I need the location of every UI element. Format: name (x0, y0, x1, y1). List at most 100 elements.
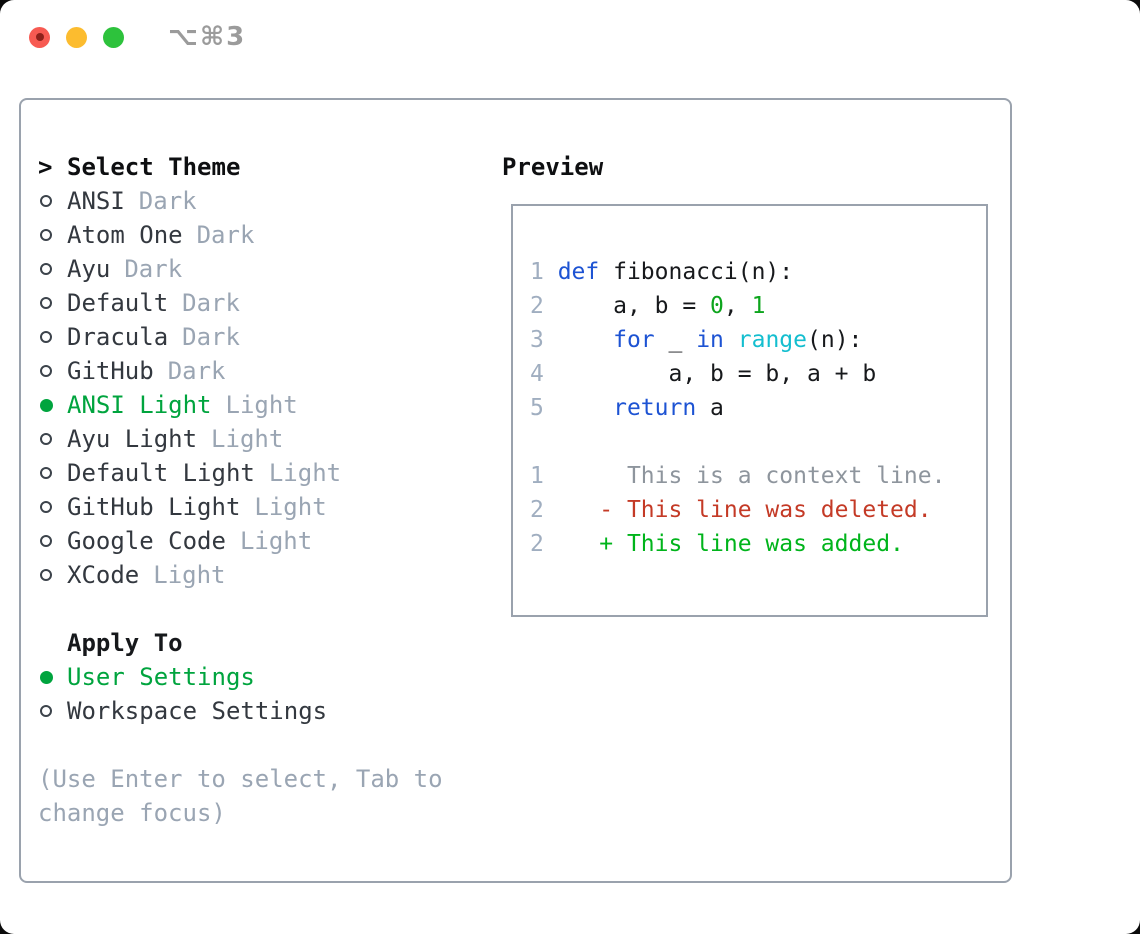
radio-icon (40, 433, 52, 445)
code-line: 5 return a (530, 391, 986, 425)
help-text: (Use Enter to select, Tab to change focus… (38, 762, 443, 830)
theme-name: Default (67, 289, 169, 317)
cursor-marker: > (38, 153, 53, 181)
help-line: change focus) (38, 799, 226, 827)
theme-option-github[interactable]: GitHub Dark (38, 354, 443, 388)
theme-variant-tag: Dark (167, 357, 226, 385)
radio-icon (40, 365, 52, 377)
radio-cell (38, 501, 67, 513)
theme-variant-tag: Dark (182, 323, 240, 351)
radio-cell (38, 535, 67, 547)
section-gap (38, 728, 443, 762)
code-segment: 2 (530, 293, 558, 319)
unsaved-dot-icon (35, 33, 44, 41)
code-line: 1 This is a context line. (530, 459, 986, 493)
apply-name: Workspace Settings (67, 697, 328, 725)
code-segment: for (613, 327, 655, 353)
code-segment: + This line was added. (599, 531, 904, 557)
theme-name: Ayu (67, 255, 111, 283)
code-segment: 5 (530, 395, 558, 421)
code-line: 3 for _ in range(n): (530, 323, 986, 357)
code-segment: a, b = b, a + b (557, 361, 877, 387)
help-line: (Use Enter to select, Tab to (38, 765, 443, 793)
code-segment: 1 (530, 259, 558, 285)
radio-icon (40, 229, 52, 241)
code-segment: return (613, 395, 697, 421)
code-segment (558, 395, 613, 421)
section-gap (38, 592, 443, 626)
code-segment: fibonacci(n): (599, 259, 794, 285)
theme-option-ayu[interactable]: Ayu Dark (38, 252, 443, 286)
theme-variant-tag: Dark (196, 221, 255, 249)
radio-cell (38, 705, 67, 717)
theme-name: GitHub (67, 357, 154, 385)
radio-icon (40, 195, 52, 207)
theme-variant-tag: Light (153, 561, 226, 589)
theme-name: ANSI Light (67, 391, 212, 419)
code-segment: in (696, 327, 724, 353)
radio-icon (40, 569, 52, 581)
code-line: 1 def fibonacci(n): (530, 255, 986, 289)
maximize-button[interactable] (103, 26, 124, 48)
theme-variant-tag: Light (225, 391, 298, 419)
radio-cell (38, 263, 67, 275)
radio-cell (38, 467, 67, 479)
code-segment: def (557, 259, 600, 285)
radio-icon (40, 501, 52, 513)
minimize-button[interactable] (66, 26, 87, 48)
code-segment: 2 (530, 531, 544, 557)
code-line (530, 425, 986, 459)
radio-icon (40, 331, 52, 343)
radio-icon (40, 705, 52, 717)
theme-name: GitHub Light (67, 493, 241, 521)
preview-header: Preview (502, 153, 604, 181)
code-segment: 4 (530, 361, 558, 387)
theme-name: Default Light (67, 459, 255, 487)
code-line: 2 a, b = 0, 1 (530, 289, 986, 323)
radio-selected-icon (40, 398, 53, 412)
radio-cell (38, 569, 67, 581)
theme-option-default-light[interactable]: Default Light Light (38, 456, 443, 490)
code-segment (544, 497, 599, 523)
code-segment: 0 (710, 293, 724, 319)
code-line: 2 + This line was added. (530, 527, 986, 561)
theme-variant-tag: Dark (138, 187, 197, 215)
code-segment: 3 (530, 327, 558, 353)
select-theme-header: > Select Theme (38, 150, 443, 184)
apply-option-user-settings[interactable]: User Settings (38, 660, 443, 694)
close-button[interactable] (29, 26, 50, 48)
theme-variant-tag: Dark (124, 255, 183, 283)
radio-icon (40, 297, 52, 309)
apply-to-header: Apply To (38, 626, 443, 660)
radio-icon (40, 467, 52, 479)
apply-option-workspace-settings[interactable]: Workspace Settings (38, 694, 443, 728)
titlebar: ⌥⌘3 (0, 0, 1140, 74)
theme-option-ansi-light[interactable]: ANSI Light Light (38, 388, 443, 422)
theme-option-ansi[interactable]: ANSI Dark (38, 184, 443, 218)
theme-name: Ayu Light (67, 425, 198, 453)
code-segment: This is a context line. (543, 463, 946, 489)
code-segment: _ (654, 327, 697, 353)
theme-name: ANSI (67, 187, 125, 215)
code-segment: 1 (751, 293, 766, 319)
preview-column: Preview 1 def fibonacci(n):2 a, b = 0, 1… (502, 150, 988, 617)
code-segment: a (696, 395, 724, 421)
theme-variant-tag: Light (268, 459, 342, 487)
code-segment: - This line was deleted. (599, 497, 932, 523)
code-segment: 1 (530, 463, 544, 489)
radio-cell (38, 195, 67, 207)
keyboard-shortcut-label: ⌥⌘3 (168, 22, 247, 52)
radio-cell (38, 365, 67, 377)
code-segment (558, 327, 613, 353)
